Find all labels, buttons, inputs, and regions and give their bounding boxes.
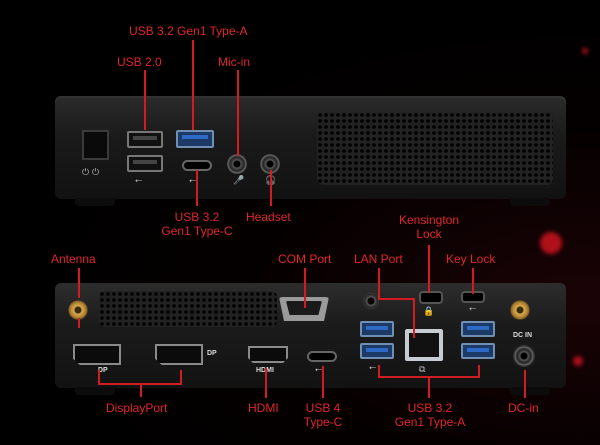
- background-glow: [540, 232, 562, 254]
- label-usb20: USB 2.0: [117, 55, 162, 69]
- label-kensington-lock: Kensington Lock: [392, 213, 466, 241]
- usb32-typea-port-3: [461, 321, 495, 337]
- com-port-pins: [286, 301, 322, 315]
- callout-line: [98, 370, 100, 384]
- callout-line: [144, 70, 146, 130]
- label-usb4-line1: USB 4: [305, 401, 341, 415]
- usb-icon: ⭠: [135, 176, 143, 186]
- callout-line: [428, 245, 430, 293]
- mic-in-jack: [227, 154, 247, 174]
- callout-line: [428, 376, 430, 398]
- background-glow: [573, 356, 583, 366]
- label-headset: Headset: [246, 210, 291, 224]
- callout-line: [237, 70, 239, 156]
- label-usb32-gen1-typec-line2: Gen1 Type-C: [161, 224, 233, 238]
- label-mic-in: Mic-in: [218, 55, 250, 69]
- callout-line: [478, 365, 480, 377]
- kensington-lock-slot: [419, 291, 443, 304]
- network-icon: ⧉: [419, 365, 426, 375]
- usb-icon: ⭠: [315, 365, 323, 375]
- mic-icon: 🎤: [233, 176, 245, 186]
- antenna-connector-right: [510, 300, 530, 320]
- label-hdmi: HDMI: [248, 401, 279, 415]
- callout-line: [192, 40, 194, 130]
- label-usb32-gen1-typec: USB 3.2 Gen1 Type-C: [160, 210, 234, 238]
- hdmi-port: [248, 346, 288, 363]
- lan-port: [405, 329, 443, 361]
- callout-line: [472, 268, 474, 294]
- label-antenna: Antenna: [51, 252, 96, 266]
- label-com-port: COM Port: [278, 252, 332, 266]
- label-kensington-line1: Kensington: [398, 213, 460, 227]
- label-usb32-gen1-typea-rear: USB 3.2 Gen1 Type-A: [390, 401, 470, 429]
- hdmi-marking: HDMI: [256, 367, 274, 374]
- callout-line: [180, 370, 182, 384]
- callout-line: [378, 268, 380, 300]
- label-usb32-rear-line2: Gen1 Type-A: [394, 415, 466, 429]
- rear-foot-right: [510, 387, 550, 395]
- label-usb32-gen1-typec-line1: USB 3.2: [174, 210, 220, 224]
- dp-marking-1: DP: [98, 367, 108, 374]
- background-glow: [582, 48, 588, 54]
- callout-line: [322, 366, 324, 398]
- usb32-typea-port: [176, 130, 214, 148]
- usb-icon: ⭠: [469, 304, 477, 314]
- label-usb4-typec: USB 4 Type-C: [296, 401, 350, 429]
- rear-foot-left: [75, 387, 115, 395]
- usb4-typec-port: [307, 351, 337, 362]
- callout-line: [196, 170, 198, 206]
- dc-in-marking: DC IN: [513, 332, 533, 339]
- callout-line: [378, 298, 414, 300]
- usb-icon: ⭠: [189, 176, 197, 186]
- front-foot-right: [510, 198, 550, 206]
- front-foot-left: [75, 198, 115, 206]
- label-kensington-line2: Lock: [416, 227, 442, 241]
- headset-jack: [260, 154, 280, 174]
- callout-line: [413, 298, 415, 338]
- power-button: [82, 130, 109, 160]
- rear-vent-grille: [99, 291, 277, 327]
- callout-line: [304, 268, 306, 308]
- label-usb32-gen1-typea-front: USB 3.2 Gen1 Type-A: [129, 24, 248, 38]
- lock-icon: 🔒: [423, 307, 435, 317]
- antenna-connector-left: [68, 300, 88, 320]
- rear-panel: DP DP HDMI ⭠ ⭠ ⧉ 🔒 ⭠ DC IN: [55, 283, 566, 388]
- label-displayport: DisplayPort: [106, 401, 168, 415]
- label-key-lock: Key Lock: [446, 252, 496, 266]
- label-usb32-rear-line1: USB 3.2: [407, 401, 453, 415]
- label-dc-in: DC-in: [508, 401, 539, 415]
- callout-line: [270, 170, 272, 206]
- dc-in-jack: [513, 345, 535, 367]
- usb20-port-bottom: [127, 155, 163, 172]
- usb-icon: ⭠: [369, 363, 377, 373]
- callout-line: [78, 318, 80, 328]
- callout-line: [140, 383, 142, 397]
- label-usb4-line2: Type-C: [303, 415, 343, 429]
- displayport-1: [73, 344, 121, 365]
- callout-line: [524, 370, 526, 398]
- callout-line: [78, 268, 80, 298]
- usb20-port-top: [127, 131, 163, 148]
- dp-marking-2: DP: [207, 350, 217, 357]
- displayport-2: [155, 344, 203, 365]
- usb32-typea-port-1: [360, 321, 394, 337]
- usb32-typea-port-4: [461, 343, 495, 359]
- front-vent-grille: [317, 112, 553, 185]
- callout-line: [265, 368, 267, 398]
- callout-line: [378, 365, 380, 377]
- label-lan-port: LAN Port: [354, 252, 403, 266]
- power-led-icons: ⏻ ⏻: [82, 168, 100, 178]
- usb32-typea-port-2: [360, 343, 394, 359]
- ground-screw: [363, 293, 379, 309]
- front-panel: ⏻ ⏻ ⭠ ⭠ 🎤 🎧: [55, 96, 566, 199]
